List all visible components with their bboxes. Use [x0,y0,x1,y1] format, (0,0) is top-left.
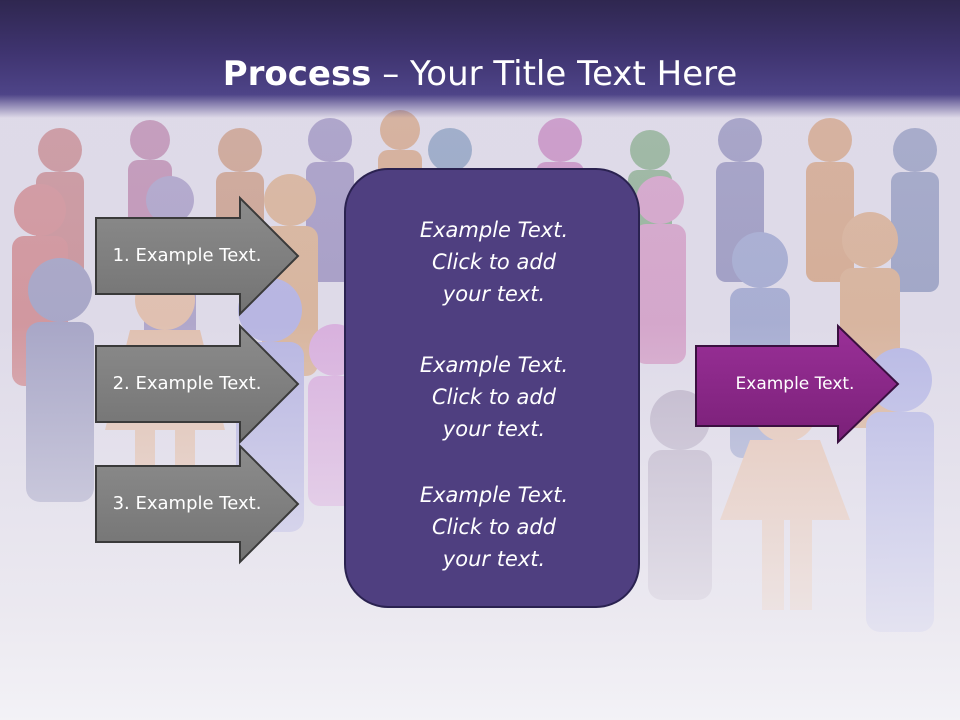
paragraph-line: Example Text. [419,353,569,377]
paragraph-line: your text. [442,282,546,306]
arrow-shape-3[interactable] [95,443,300,565]
title-bold: Process [222,54,372,94]
paragraph-line: your text. [442,547,546,571]
arrow-label-2: 2. Example Text. [112,373,262,394]
paragraph-line: Example Text. [419,218,569,242]
arrow-shape-1[interactable] [95,195,300,317]
arrow-label-3: 3. Example Text. [112,493,262,514]
arrow-label-1: 1. Example Text. [112,245,262,266]
center-paragraph-3[interactable]: Example Text. Click to add your text. [346,479,642,575]
paragraph-line: Example Text. [419,483,569,507]
arrow-shape-2[interactable] [95,323,300,445]
paragraph-line: Click to add [431,515,556,539]
paragraph-line: your text. [442,417,546,441]
slide-title[interactable]: Process – Your Title Text Here [0,52,960,96]
title-rest: – Your Title Text Here [371,54,738,94]
right-arrow-label: Example Text. [735,374,855,394]
paragraph-line: Click to add [431,385,556,409]
center-paragraph-2[interactable]: Example Text. Click to add your text. [346,349,642,445]
center-paragraph-1[interactable]: Example Text. Click to add your text. [346,214,642,310]
arrow-shape-right[interactable] [695,323,900,445]
title-bar [0,0,960,118]
center-text-box[interactable]: Example Text. Click to add your text. Ex… [344,168,640,608]
paragraph-line: Click to add [431,250,556,274]
